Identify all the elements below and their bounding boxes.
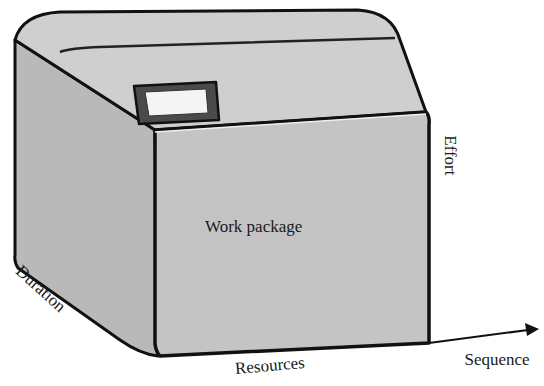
node-label: Work package: [205, 218, 302, 237]
screen: [145, 89, 208, 116]
front-face: [155, 112, 429, 356]
axis-label: Resources: [234, 354, 305, 379]
axis-label: Effort: [441, 135, 460, 175]
arrow-head: [525, 323, 539, 336]
screen-frame: [134, 82, 219, 124]
sequence-arrow: [429, 330, 528, 343]
work-package-face: Work package: [160, 140, 422, 340]
axis-label: Sequence: [464, 351, 529, 370]
lid-seam: [60, 38, 395, 52]
top-face: [15, 10, 426, 130]
